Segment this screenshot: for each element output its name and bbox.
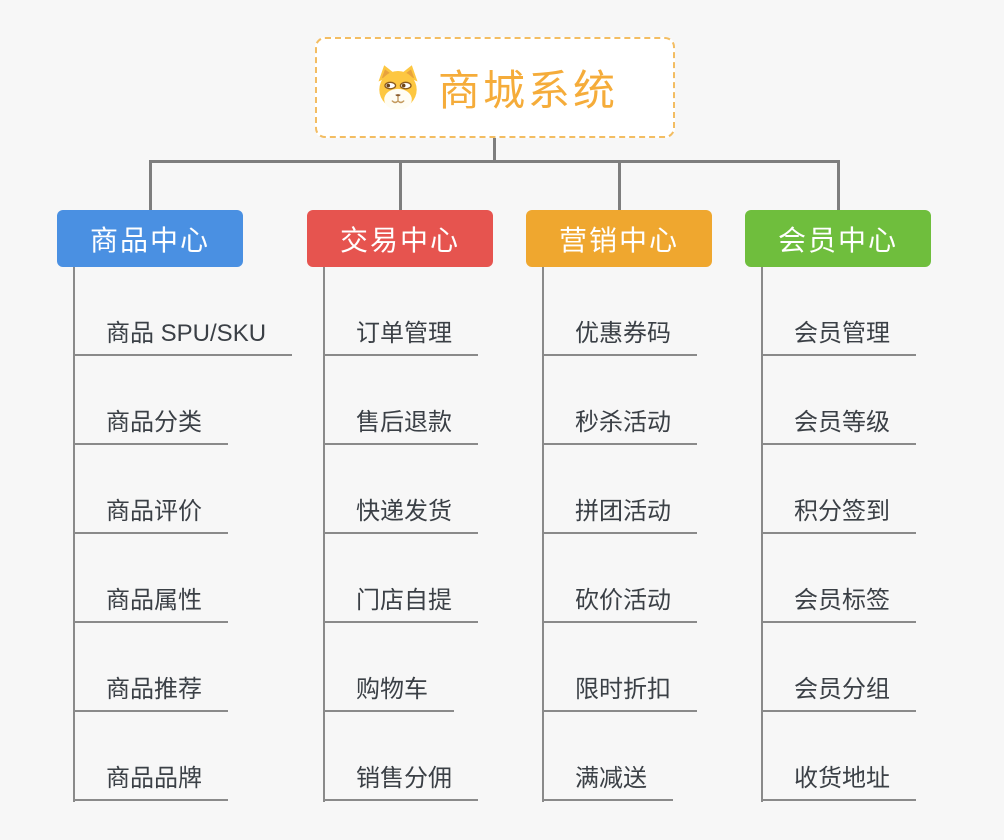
branch-product-center: 商品中心 商品 SPU/SKU 商品分类 商品评价 商品属性 商品推荐 商品品牌 (57, 210, 307, 802)
branch-trunk (761, 267, 763, 802)
topic-item-row: 满减送 (542, 712, 776, 801)
connector-drop-marketing (618, 160, 621, 211)
branch-node-product-center[interactable]: 商品中心 (57, 210, 243, 267)
topic-item-row: 商品属性 (73, 534, 307, 623)
topic-item-row: 积分签到 (761, 445, 995, 534)
branch-trunk (323, 267, 325, 802)
topic-item[interactable]: 商品属性 (73, 587, 228, 623)
topic-item-row: 商品品牌 (73, 712, 307, 801)
topic-item[interactable]: 订单管理 (323, 320, 478, 356)
topic-item[interactable]: 满减送 (542, 765, 673, 801)
topic-item[interactable]: 售后退款 (323, 409, 478, 445)
topic-item[interactable]: 秒杀活动 (542, 409, 697, 445)
branch-member-center: 会员中心 会员管理 会员等级 积分签到 会员标签 会员分组 收货地址 (745, 210, 995, 802)
topic-item[interactable]: 优惠券码 (542, 320, 697, 356)
topic-item-row: 拼团活动 (542, 445, 776, 534)
branch-node-member-center[interactable]: 会员中心 (745, 210, 931, 267)
topic-item-row: 会员标签 (761, 534, 995, 623)
topic-item-row: 售后退款 (323, 356, 557, 445)
connector-drop-product (149, 160, 152, 211)
connector-drop-member (837, 160, 840, 211)
topic-item-row: 商品 SPU/SKU (73, 267, 307, 356)
topic-item[interactable]: 砍价活动 (542, 587, 697, 623)
topic-item[interactable]: 销售分佣 (323, 765, 478, 801)
branch-items: 会员管理 会员等级 积分签到 会员标签 会员分组 收货地址 (761, 267, 995, 801)
root-node[interactable]: 商城系统 (315, 37, 675, 138)
topic-item-row: 商品评价 (73, 445, 307, 534)
topic-item[interactable]: 积分签到 (761, 498, 916, 534)
topic-item[interactable]: 快递发货 (323, 498, 478, 534)
connector-root-drop (493, 138, 496, 162)
branch-items: 商品 SPU/SKU 商品分类 商品评价 商品属性 商品推荐 商品品牌 (73, 267, 307, 801)
topic-item-row: 快递发货 (323, 445, 557, 534)
topic-item-row: 会员分组 (761, 623, 995, 712)
branch-items: 订单管理 售后退款 快递发货 门店自提 购物车 销售分佣 (323, 267, 557, 801)
topic-item[interactable]: 商品推荐 (73, 676, 228, 712)
topic-item-row: 优惠券码 (542, 267, 776, 356)
topic-item-row: 门店自提 (323, 534, 557, 623)
topic-item[interactable]: 会员等级 (761, 409, 916, 445)
topic-item[interactable]: 商品品牌 (73, 765, 228, 801)
topic-item-row: 销售分佣 (323, 712, 557, 801)
branch-trade-center: 交易中心 订单管理 售后退款 快递发货 门店自提 购物车 销售分佣 (307, 210, 557, 802)
topic-item-row: 会员管理 (761, 267, 995, 356)
branch-trunk (73, 267, 75, 802)
topic-item-row: 秒杀活动 (542, 356, 776, 445)
topic-item[interactable]: 收货地址 (761, 765, 916, 801)
topic-item-row: 收货地址 (761, 712, 995, 801)
topic-item[interactable]: 门店自提 (323, 587, 478, 623)
topic-item-row: 砍价活动 (542, 534, 776, 623)
topic-item-row: 会员等级 (761, 356, 995, 445)
topic-item[interactable]: 商品 SPU/SKU (73, 320, 293, 356)
topic-item-row: 购物车 (323, 623, 557, 712)
topic-item[interactable]: 会员标签 (761, 587, 916, 623)
topic-item[interactable]: 商品评价 (73, 498, 228, 534)
branch-node-marketing-center[interactable]: 营销中心 (526, 210, 712, 267)
topic-item[interactable]: 会员管理 (761, 320, 916, 356)
topic-item[interactable]: 商品分类 (73, 409, 228, 445)
topic-item-row: 限时折扣 (542, 623, 776, 712)
topic-item-row: 商品推荐 (73, 623, 307, 712)
branch-node-trade-center[interactable]: 交易中心 (307, 210, 493, 267)
topic-item-row: 商品分类 (73, 356, 307, 445)
branch-trunk (542, 267, 544, 802)
root-title: 商城系统 (437, 67, 618, 114)
topic-item[interactable]: 购物车 (323, 676, 454, 712)
branch-items: 优惠券码 秒杀活动 拼团活动 砍价活动 限时折扣 满减送 (542, 267, 776, 801)
connector-bus (149, 160, 840, 163)
connector-drop-trade (399, 160, 402, 211)
topic-item-row: 订单管理 (323, 267, 557, 356)
topic-item[interactable]: 会员分组 (761, 676, 916, 712)
branch-marketing-center: 营销中心 优惠券码 秒杀活动 拼团活动 砍价活动 限时折扣 满减送 (526, 210, 776, 802)
topic-item[interactable]: 限时折扣 (542, 676, 697, 712)
topic-item[interactable]: 拼团活动 (542, 498, 697, 534)
shiba-dog-face-icon (372, 63, 424, 113)
